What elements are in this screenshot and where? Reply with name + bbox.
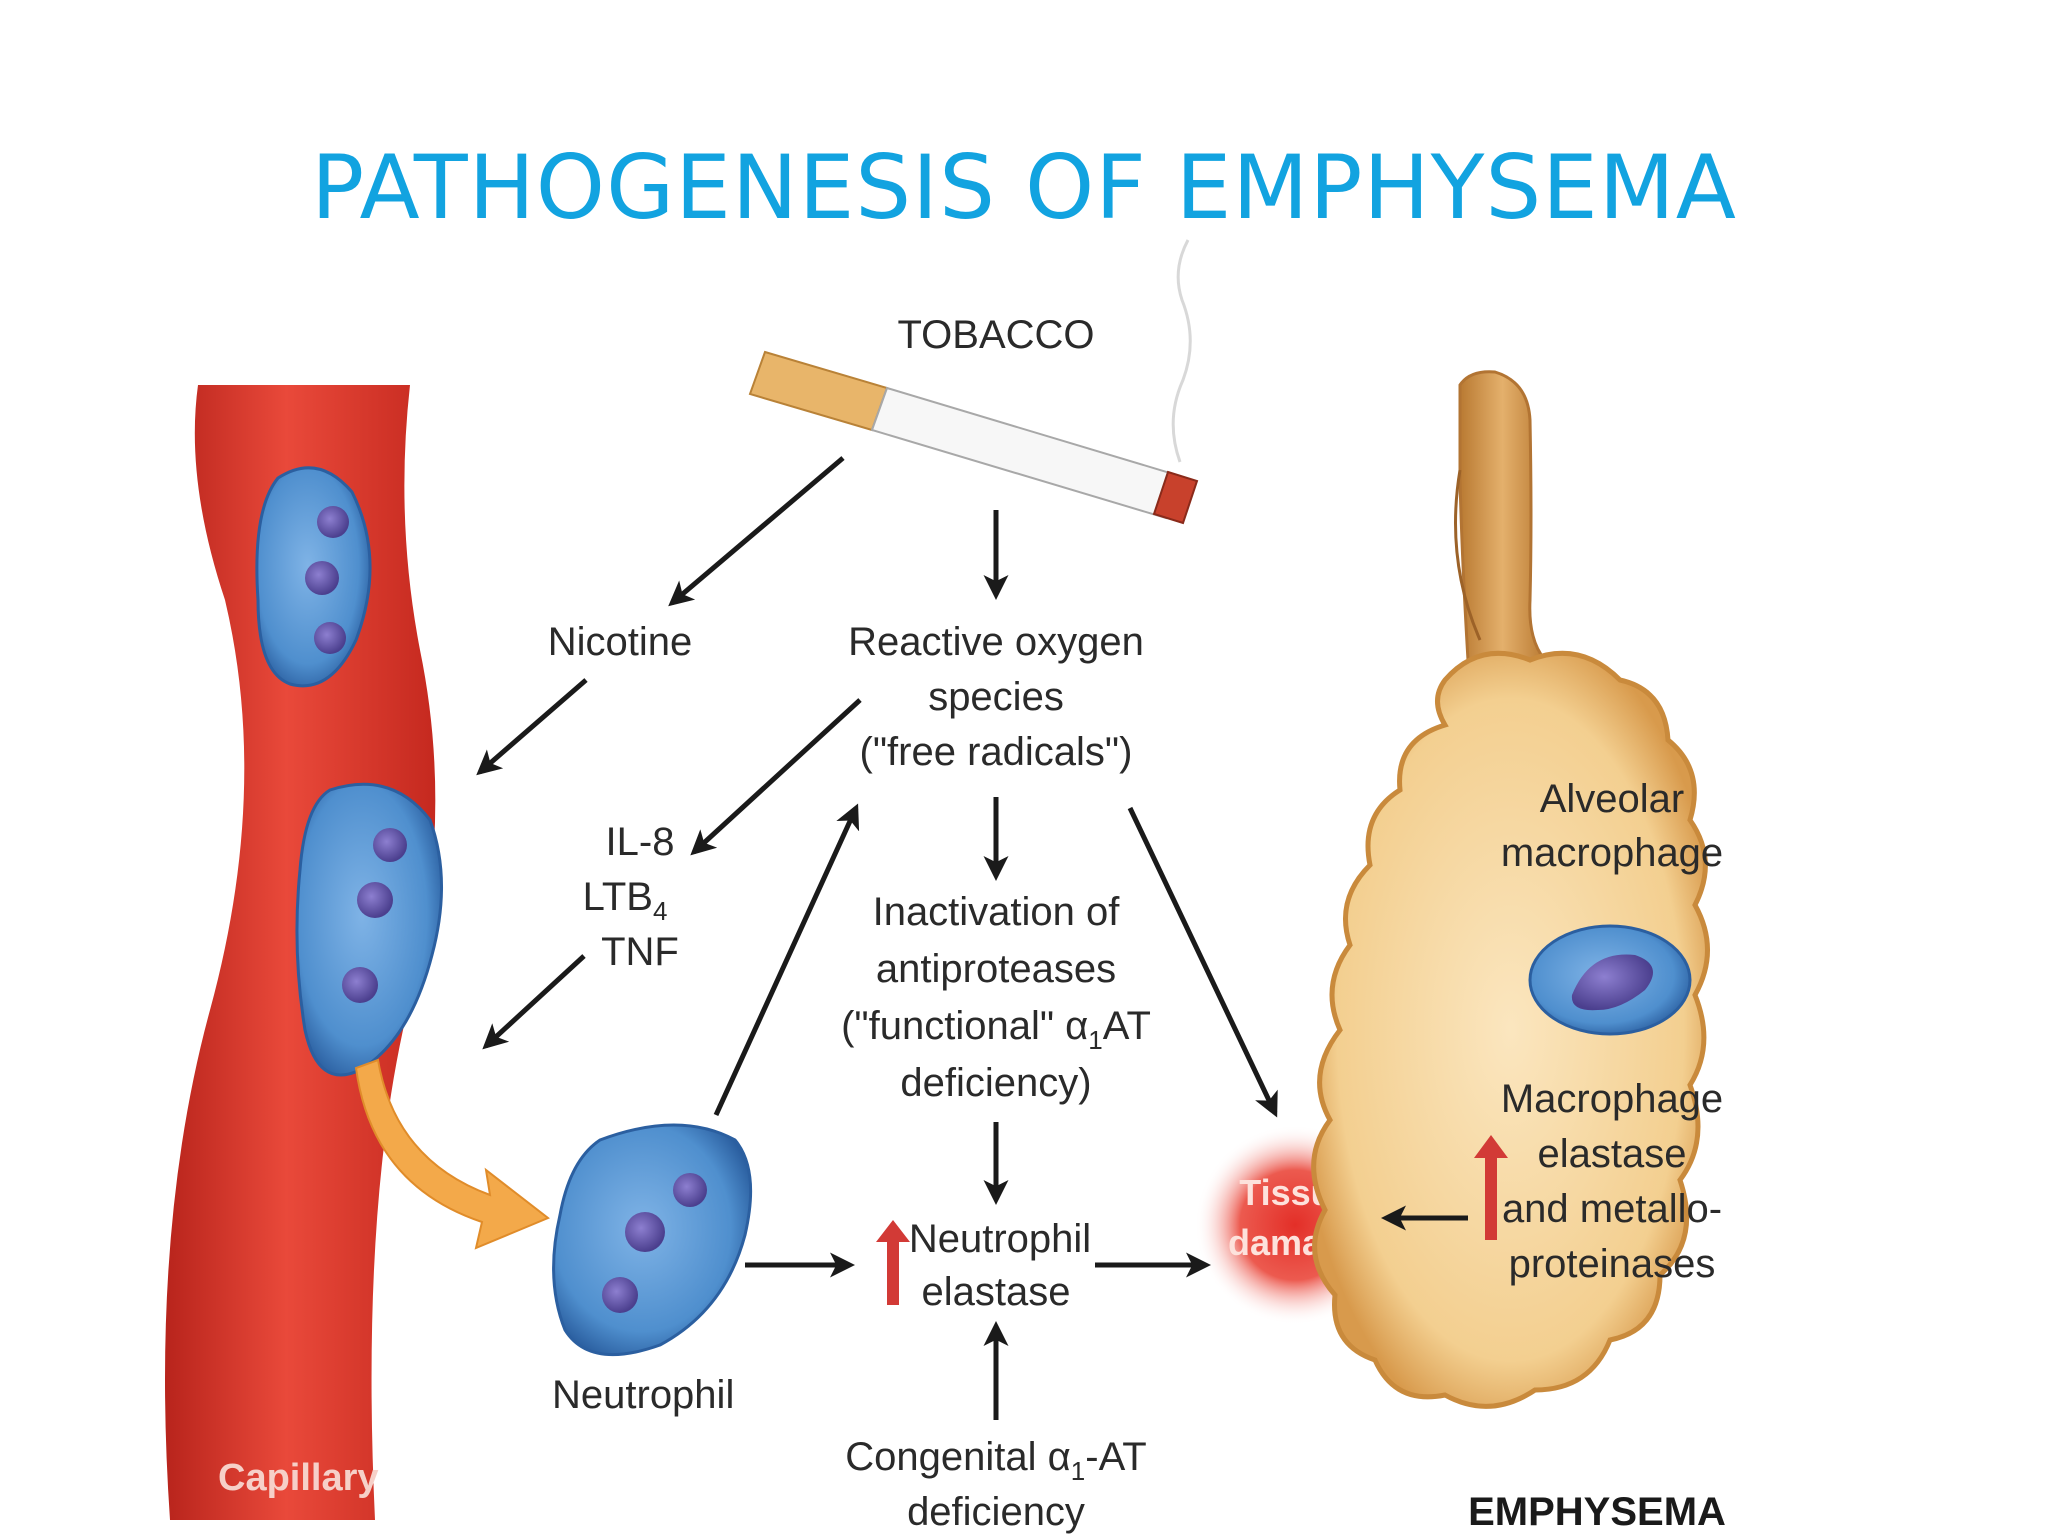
macrophage-elastase-line-4: proteinases xyxy=(1509,1242,1716,1286)
cigarette-icon xyxy=(748,239,1199,525)
capillary-cell-top xyxy=(255,466,372,688)
arrow-ros-to-tissue-damage xyxy=(1127,806,1278,1118)
neutrophil-cell xyxy=(552,1123,753,1357)
ltb4-label: LTB4 xyxy=(583,875,668,926)
nicotine-label: Nicotine xyxy=(548,620,693,664)
congenital-deficiency-label: Congenital α1-AT deficiency xyxy=(845,1435,1146,1534)
alveolar-macrophage-label: Alveolar macrophage xyxy=(1501,777,1723,875)
alveolar-macrophage-line-2: macrophage xyxy=(1501,831,1723,875)
ros-line-3: ("free radicals") xyxy=(860,730,1133,774)
capillary-cell-middle xyxy=(295,782,443,1077)
arrow-tobacco-to-nicotine xyxy=(668,456,845,607)
inactivation-label: Inactivation of antiproteases ("function… xyxy=(841,890,1151,1105)
macrophage-elastase-line-2: elastase xyxy=(1538,1132,1687,1176)
alveolar-macrophage-cell xyxy=(1528,924,1692,1036)
arrow-mediators-to-capillary xyxy=(482,954,586,1050)
neutrophil-elastase-line-1: Neutrophil xyxy=(909,1217,1091,1261)
inactivation-line-2: antiproteases xyxy=(876,947,1116,991)
macrophage-elastase-line-3: and metallo- xyxy=(1502,1187,1722,1231)
arrows xyxy=(476,456,1468,1420)
congenital-line-1: Congenital α1-AT xyxy=(845,1435,1146,1486)
inactivation-line-4: deficiency) xyxy=(900,1061,1091,1105)
increase-arrow-icon xyxy=(876,1220,910,1305)
migration-arrow xyxy=(354,1058,550,1250)
il8-label: IL-8 xyxy=(606,820,675,864)
emphysema-label: EMPHYSEMA xyxy=(1468,1490,1726,1534)
increase-arrow-icon-macrophage xyxy=(1474,1135,1508,1240)
inactivation-line-3: ("functional" α1AT xyxy=(841,1004,1151,1055)
ros-line-1: Reactive oxygen xyxy=(848,620,1144,664)
slide-title: PATHOGENESIS OF EMPHYSEMA xyxy=(311,136,1737,239)
ros-line-2: species xyxy=(928,675,1064,719)
tobacco-label: TOBACCO xyxy=(897,313,1094,357)
macrophage-elastase-label: Macrophage elastase and metallo- protein… xyxy=(1501,1077,1723,1286)
inactivation-line-1: Inactivation of xyxy=(873,890,1121,934)
macrophage-elastase-line-1: Macrophage xyxy=(1501,1077,1723,1121)
mediators-label: IL-8 LTB4 TNF xyxy=(583,820,679,974)
arrow-nicotine-to-capillary xyxy=(476,678,588,776)
neutrophil-elastase-line-2: elastase xyxy=(922,1270,1071,1314)
neutrophil-elastase-label: Neutrophil elastase xyxy=(909,1217,1091,1314)
capillary-label: Capillary xyxy=(218,1457,379,1499)
tnf-label: TNF xyxy=(601,930,679,974)
arrow-neutrophil-to-ros xyxy=(713,803,860,1117)
arrow-ros-to-mediators xyxy=(690,698,862,856)
neutrophil-label: Neutrophil xyxy=(552,1373,734,1417)
alveolar-macrophage-line-1: Alveolar xyxy=(1540,777,1685,821)
congenital-line-2: deficiency xyxy=(907,1490,1085,1534)
reactive-oxygen-species-label: Reactive oxygen species ("free radicals"… xyxy=(848,620,1144,774)
